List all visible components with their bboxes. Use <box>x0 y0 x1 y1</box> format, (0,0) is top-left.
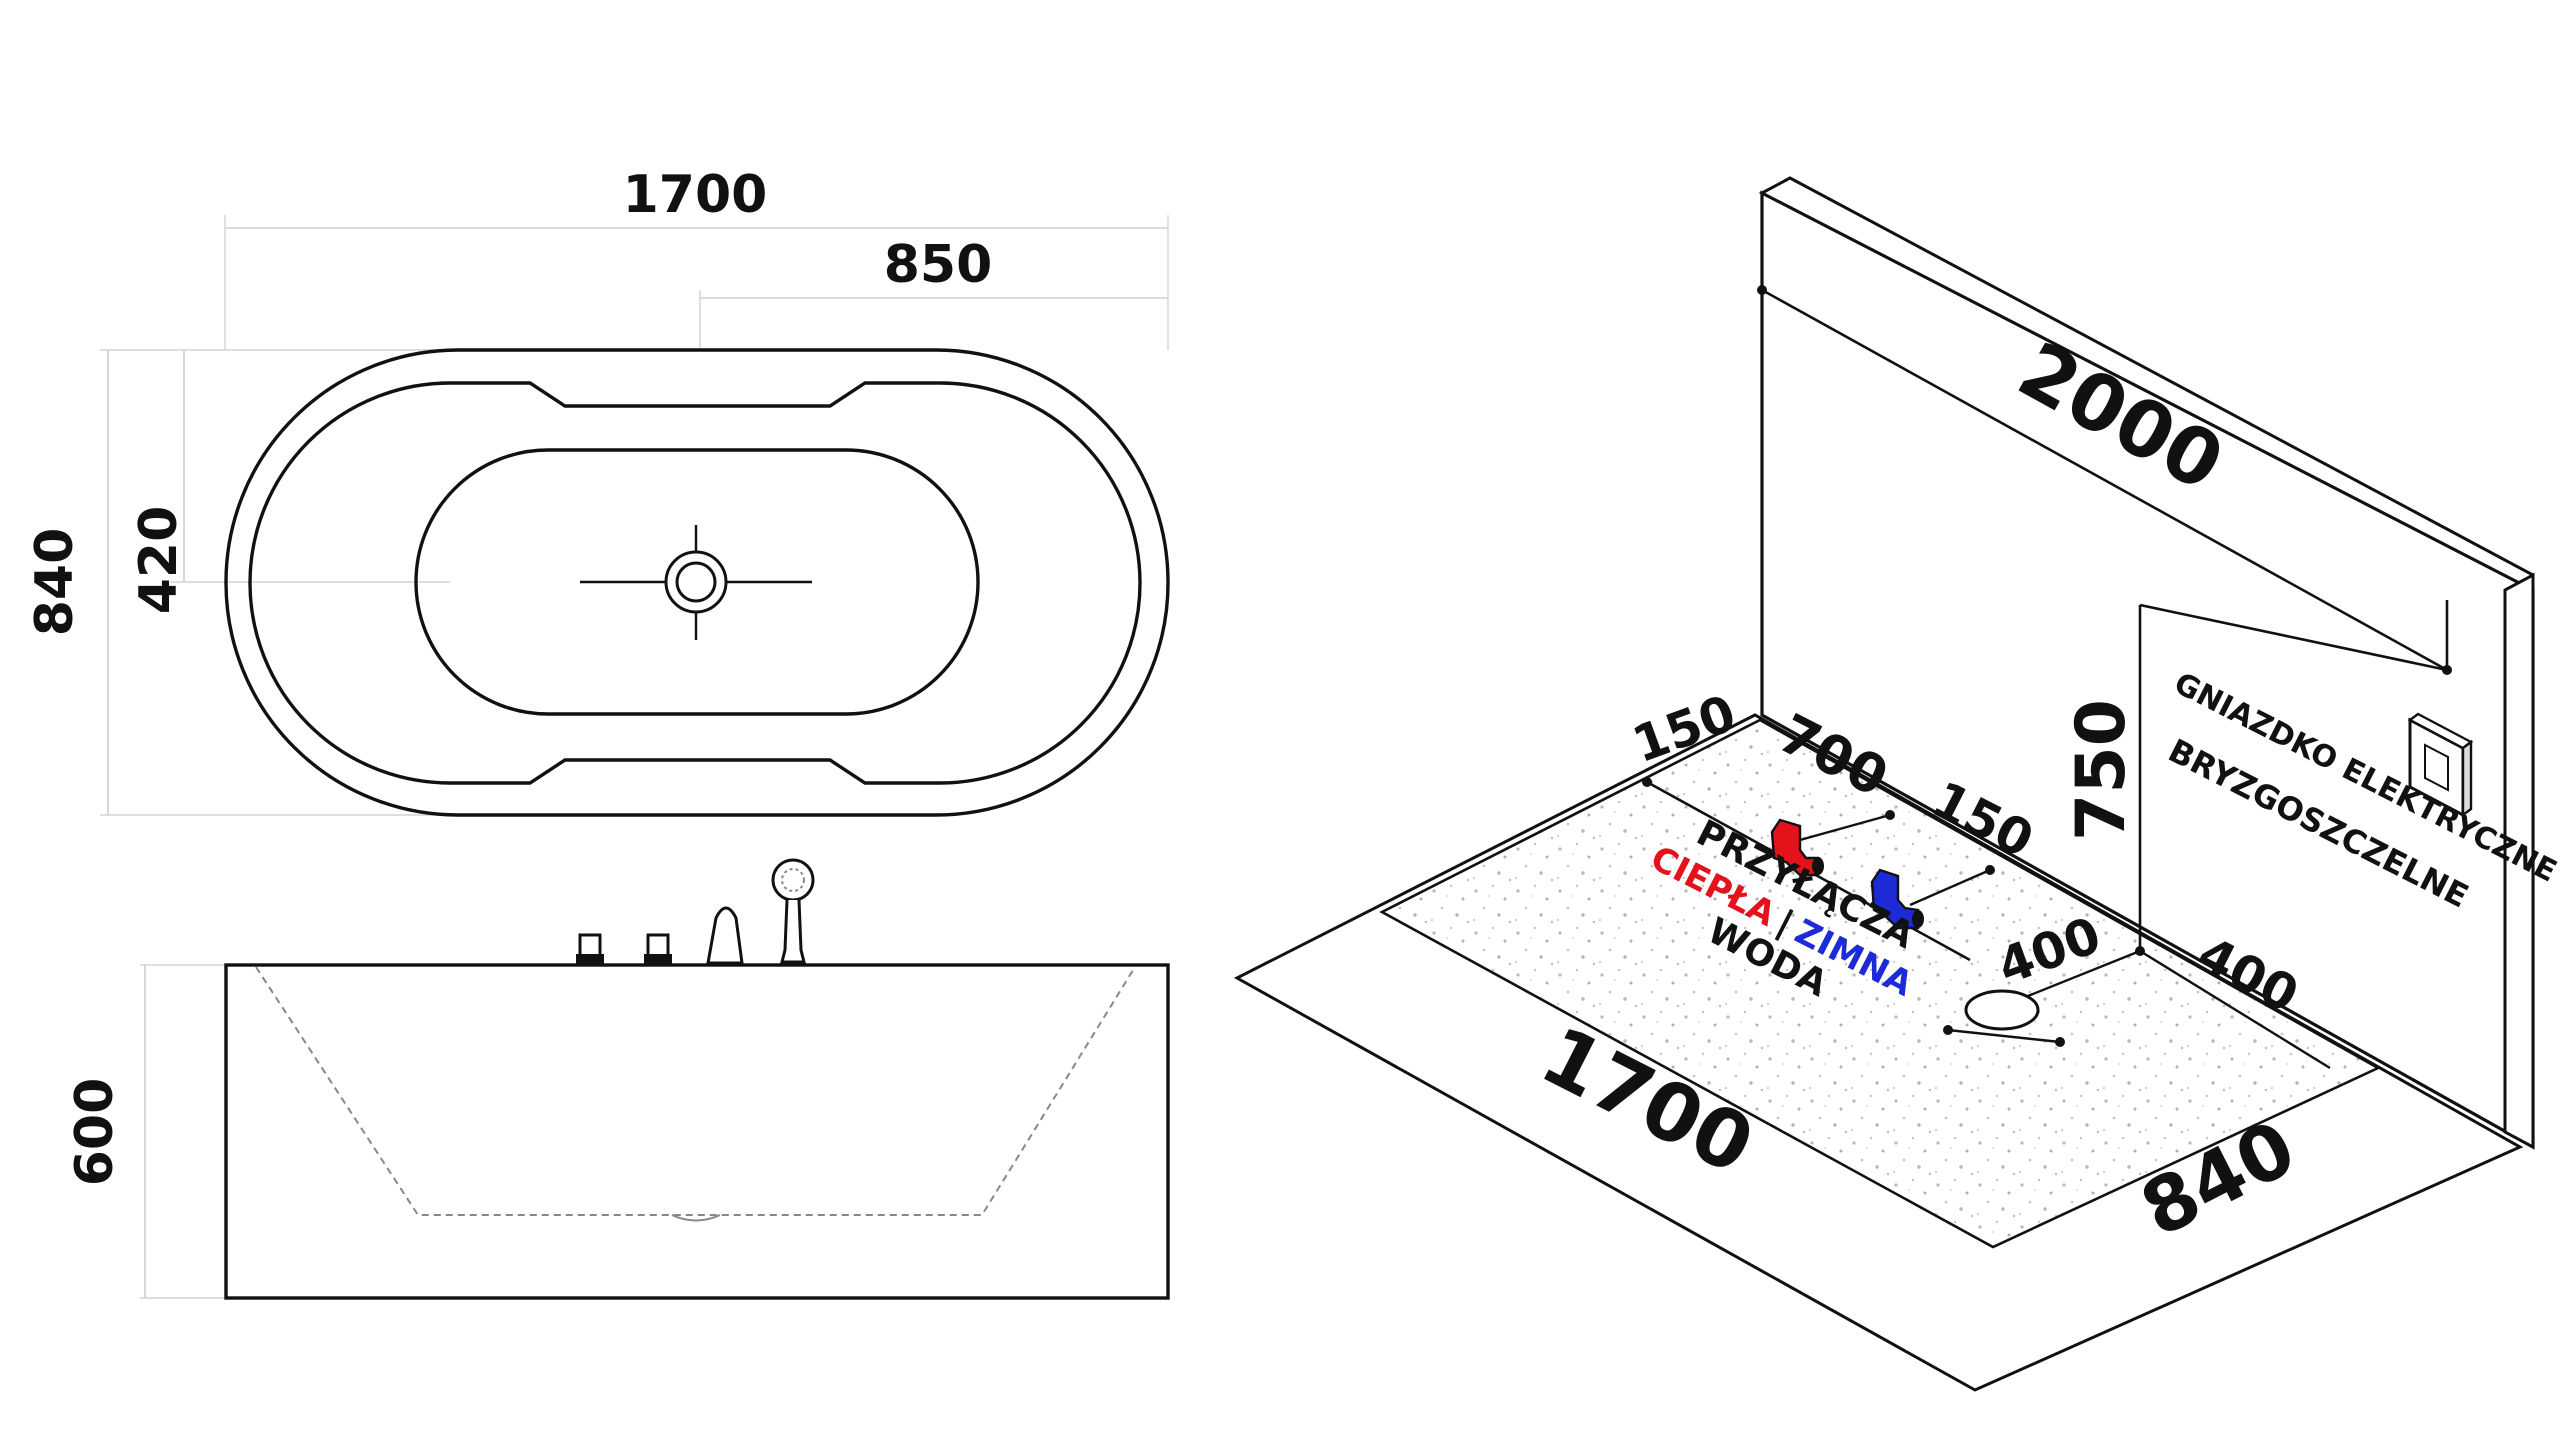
socket-guide-dot <box>2442 665 2452 675</box>
drain-axis-dot-a <box>1943 1025 1953 1035</box>
drain-guide-line <box>2017 949 2141 1002</box>
cold-water-valve-icon <box>1870 868 1924 930</box>
side-view: 600 <box>65 858 1170 1300</box>
pipe-guide-cold <box>1909 868 1991 907</box>
pipe-guide-hot <box>1799 813 1891 842</box>
drain-axis-dot-b <box>2055 1037 2065 1047</box>
tub-inner-profile <box>255 966 1136 1216</box>
dim-600-label: 600 <box>65 1078 125 1187</box>
hand-shower-icon <box>771 858 815 964</box>
floor-drain-icon <box>1964 989 2040 1031</box>
corner-guide-line <box>2139 949 2331 1070</box>
dim-1700-label: 1700 <box>623 165 768 225</box>
drain-axis <box>1947 1028 2061 1044</box>
tub-side-body <box>224 963 1170 1300</box>
drain-inner-icon <box>675 561 717 603</box>
top-view: 1700 850 840 420 <box>25 165 1170 817</box>
dim-850-label: 850 <box>884 235 993 295</box>
faucet-handle-left-icon <box>576 933 604 964</box>
socket-icon <box>2407 712 2474 818</box>
dim-pipes-dot-a <box>1642 777 1652 787</box>
dim-750-label: 750 <box>2062 699 2141 841</box>
socket-guide-top <box>2139 603 2448 672</box>
spout-icon <box>706 906 744 965</box>
tub-inner-rim <box>248 381 1142 785</box>
hot-water-valve-icon <box>1770 818 1824 877</box>
dim-840-label: 840 <box>25 528 85 637</box>
room-view: 2000 750 GNIAZDKO ELEKTRYCZNE 16A BRYZGO… <box>1233 176 2560 1392</box>
faucet-handle-right-icon <box>644 933 672 964</box>
dim-2000-end-a <box>1757 285 1767 295</box>
dim-line-2000 <box>1761 288 2448 672</box>
tub-basin <box>414 448 980 716</box>
tub-outer-rim <box>224 348 1170 817</box>
back-wall-end <box>2503 572 2535 1150</box>
dim-420-label: 420 <box>129 506 189 615</box>
drain-side <box>671 1214 721 1222</box>
tub-footprint <box>1379 718 2381 1249</box>
